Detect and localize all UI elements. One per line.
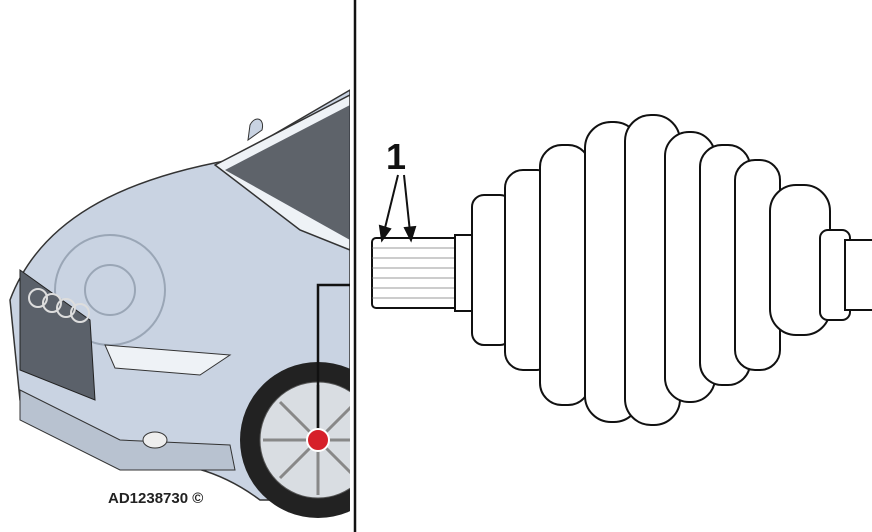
reference-code: AD1238730 © [108,490,204,507]
callout-arrows [378,174,417,243]
highlight-marker [306,428,330,452]
cv-joint-illustration [371,114,872,426]
callout-number: 1 [386,136,407,177]
car-illustration [9,88,396,518]
